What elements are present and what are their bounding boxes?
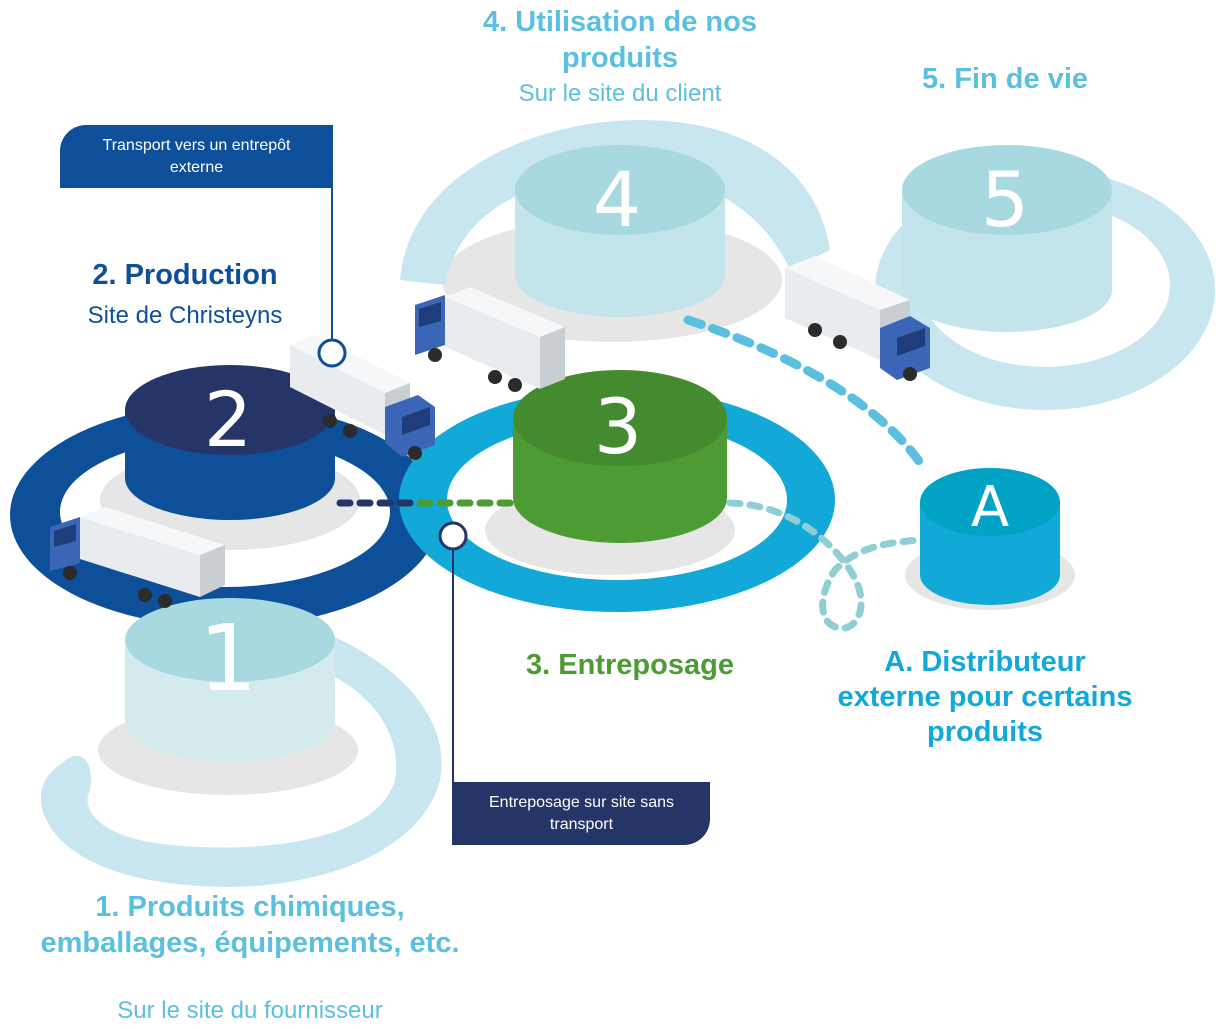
cylinder-a-letter: A: [971, 475, 1009, 540]
cylinder-5-top: [902, 145, 1112, 235]
connector-4-a: [683, 315, 930, 475]
cylinder-3: 3: [513, 370, 727, 543]
callout-transport-text: Transport vers un entrepôt externe: [102, 136, 291, 176]
cylinder-2-number: 2: [204, 375, 252, 464]
stage-1-title: 1. Produits chimiques, emballages, équip…: [40, 891, 460, 959]
leader-onsite-dot: [438, 521, 468, 551]
dashed-connectors: [336, 315, 930, 632]
cylinder-2-top: [125, 365, 335, 455]
leader-transport-dot: [317, 338, 347, 368]
ring-4-band: [400, 120, 830, 285]
truck-near-stage-5: [785, 256, 930, 381]
callout-onsite-text: Entreposage sur site sans transport: [489, 793, 674, 833]
cylinder-5-number: 5: [981, 155, 1029, 244]
stage-4-subtitle: Sur le site du client: [518, 80, 722, 107]
stage-4-title: 4. Utilisation de nos produits: [483, 6, 757, 74]
stage-2-subtitle: Site de Christeyns: [87, 302, 283, 329]
cylinder-1-top: [125, 598, 335, 682]
connector-3-a: [726, 499, 922, 632]
cylinder-3-number: 3: [594, 382, 642, 471]
stage-a-title: A. Distributeur externe pour certains pr…: [837, 646, 1133, 748]
cylinder-a: A: [920, 468, 1060, 605]
truck-near-stage-4: [415, 287, 565, 392]
cylinder-4-number: 4: [593, 155, 641, 244]
cylinder-5: 5: [902, 145, 1112, 332]
truck-near-stage-1: [50, 507, 225, 608]
callout-onsite: Entreposage sur site sans transport: [453, 782, 710, 845]
stage-3-title: 3. Entreposage: [526, 649, 734, 681]
cylinder-a-top: [920, 468, 1060, 536]
cylinder-1-number: 1: [199, 605, 258, 712]
cylinder-3-top: [513, 370, 727, 466]
stage-2-title: 2. Production: [92, 259, 278, 291]
cylinder-2: 2: [125, 365, 335, 520]
cylinder-4-top: [515, 145, 725, 235]
callout-transport: Transport vers un entrepôt externe: [60, 125, 333, 188]
stage-1-subtitle: Sur le site du fournisseur: [117, 997, 383, 1024]
cylinder-4: 4: [515, 145, 725, 317]
cylinder-1: 1: [125, 598, 335, 762]
stage-5-title: 5. Fin de vie: [922, 63, 1088, 95]
